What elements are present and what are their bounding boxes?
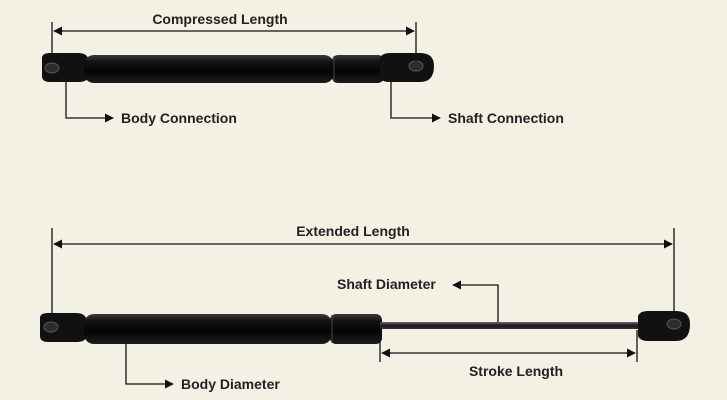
stroke-length-dimension — [379, 330, 638, 362]
extended-rod — [380, 322, 642, 329]
extended-body-end-fitting — [40, 313, 86, 342]
stroke-length-label: Stroke Length — [469, 363, 563, 379]
shaft-diameter-callout — [452, 280, 499, 322]
extended-collar — [330, 314, 382, 344]
compressed-strut — [42, 53, 434, 83]
body-connection-label: Body Connection — [121, 110, 237, 126]
body-diameter-callout — [125, 344, 174, 389]
compressed-body — [84, 55, 334, 83]
shaft-end-fitting — [380, 53, 434, 82]
shaft-connection-callout — [390, 82, 441, 123]
compressed-length-label: Compressed Length — [152, 11, 287, 27]
compressed-collar — [332, 55, 384, 83]
extended-length-dimension — [51, 228, 675, 316]
shaft-connection-label: Shaft Connection — [448, 110, 564, 126]
extended-strut — [40, 311, 690, 344]
extended-length-label: Extended Length — [296, 223, 410, 239]
shaft-diameter-label: Shaft Diameter — [337, 276, 436, 292]
extended-body — [84, 314, 332, 344]
compressed-length-dimension — [51, 22, 417, 62]
body-connection-callout — [65, 82, 114, 123]
extended-shaft-end-fitting — [638, 311, 690, 341]
body-diameter-label: Body Diameter — [181, 376, 280, 392]
body-end-fitting — [42, 53, 88, 82]
